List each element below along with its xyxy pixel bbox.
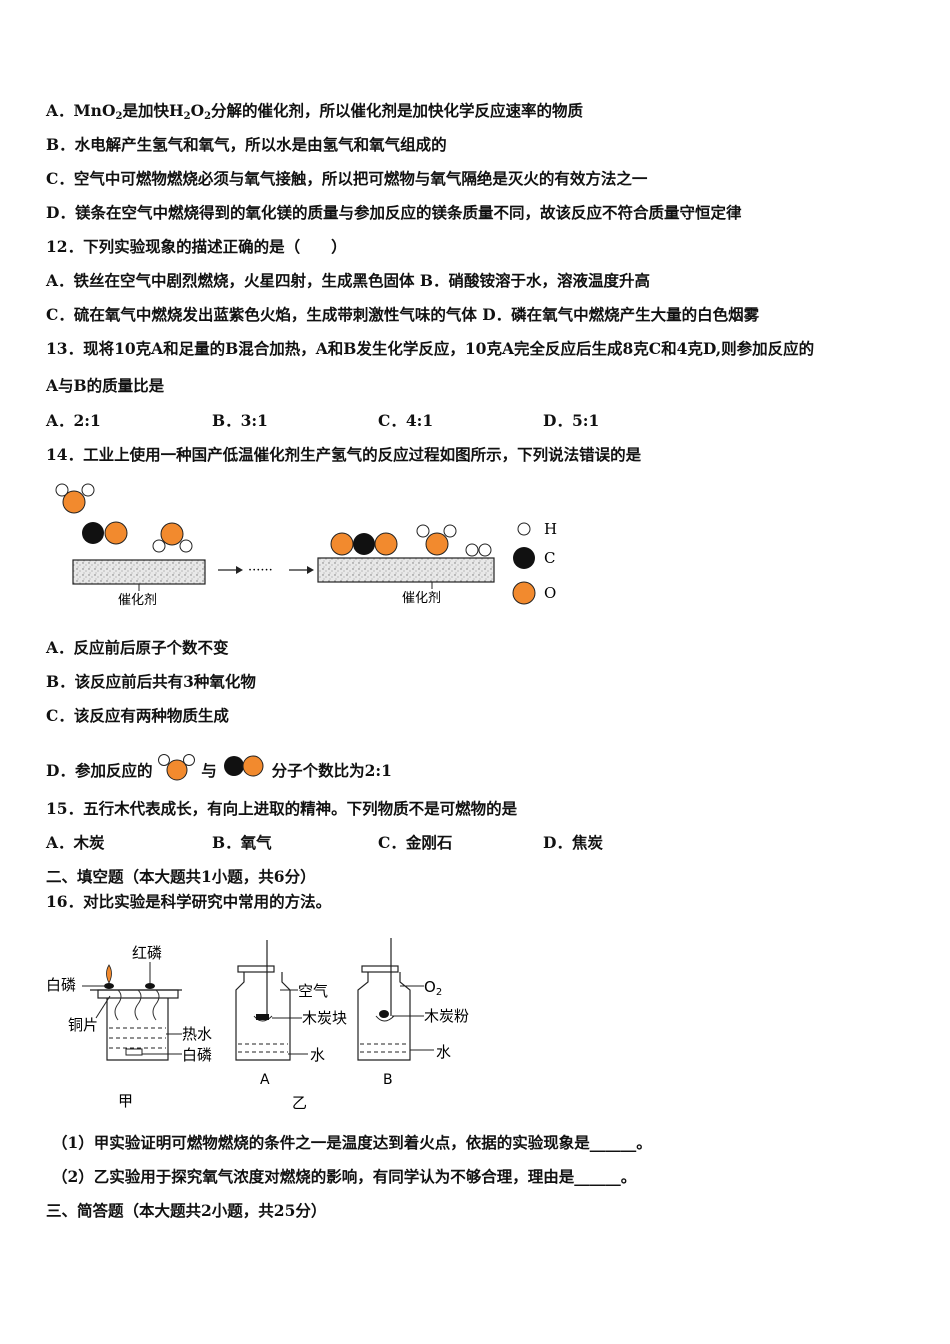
- q14-stem: 14．工业上使用一种国产低温催化剂生产氢气的反应过程如图所示，下列说法错误的是: [46, 445, 642, 464]
- water-molecule-icon: [157, 754, 195, 781]
- section-2-heading: 二、填空题（本大题共1小题，共6分）: [46, 867, 316, 886]
- label-water-a: 水: [310, 1046, 325, 1064]
- q16-part-1: （1）甲实验证明可燃物燃烧的条件之一是温度达到着火点，依据的实验现象是_____…: [52, 1133, 652, 1152]
- label-water-b: 水: [436, 1043, 451, 1061]
- jar-b: [357, 972, 411, 1061]
- label-B: B: [383, 1072, 393, 1088]
- catalyst-label-right: 催化剂: [402, 591, 441, 606]
- flame-icon: [106, 964, 112, 984]
- co-molecule-oxygen: [104, 521, 128, 545]
- legend-h-icon: [517, 522, 531, 536]
- jar-a: [235, 972, 291, 1061]
- q12-options-ab: A．铁丝在空气中剧烈燃烧，火星四射，生成黑色固体 B．硝酸铵溶于水，溶液温度升高: [46, 271, 651, 290]
- q11-option-d: D．镁条在空气中燃烧得到的氧化镁的质量与参加反应的镁条质量不同，故该反应不符合质…: [46, 203, 742, 222]
- q13-option-c: C．4:1: [378, 411, 434, 430]
- water-molecule-oxygen: [62, 490, 86, 514]
- q16-experiment-diagram: 红磷 白磷 铜片 热水 白磷 甲 空气 木炭块 水 A O2 木炭粉 水 B 乙: [46, 938, 469, 1112]
- legend-h-label: H: [544, 520, 557, 538]
- ellipsis-dots: ······: [248, 563, 273, 578]
- label-hot-water: 热水: [182, 1025, 212, 1043]
- catalyst-label-left: 催化剂: [118, 593, 157, 608]
- label-copper-plate: 铜片: [68, 1016, 98, 1034]
- q14-option-b: B．该反应前后共有3种氧化物: [46, 672, 256, 691]
- label-jia: 甲: [118, 1092, 133, 1110]
- q14-option-d: D．参加反应的 与 分子个数比为2:1: [46, 752, 392, 782]
- label-oxygen: O2: [424, 978, 442, 998]
- q11-option-b: B．水电解产生氢气和氧气，所以水是由氢气和氧气组成的: [46, 135, 447, 154]
- catalyst-block-right: [317, 557, 495, 583]
- q14-option-a: A．反应前后原子个数不变: [46, 638, 229, 657]
- q13-option-b: B．3:1: [212, 411, 268, 430]
- section-3-heading: 三、简答题（本大题共2小题，共25分）: [46, 1201, 327, 1220]
- q14-reaction-diagram: 催化剂 ······ 催化剂 H C O: [55, 483, 557, 608]
- label-air: 空气: [298, 982, 328, 1000]
- legend-c-label: C: [544, 549, 555, 567]
- q12-options-cd: C．硫在氧气中燃烧发出蓝紫色火焰，生成带刺激性气味的气体 D．磷在氧气中燃烧产生…: [46, 305, 760, 324]
- co-molecule-carbon: [82, 522, 104, 544]
- label-A: A: [260, 1072, 270, 1088]
- q15-option-c: C．金刚石: [378, 833, 453, 852]
- legend-c-icon: [513, 547, 535, 569]
- label-charcoal-powder: 木炭粉: [424, 1007, 469, 1025]
- q15-option-b: B．氧气: [212, 833, 272, 852]
- q11-option-c: C．空气中可燃物燃烧必须与氧气接触，所以把可燃物与氧气隔绝是灭火的有效方法之一: [46, 169, 648, 188]
- q13-stem-1: 13．现将10克A和足量的B混合加热，A和B发生化学反应，10克A完全反应后生成…: [46, 339, 815, 358]
- label-white-phosphorus: 白磷: [46, 976, 76, 994]
- q11-option-a: A．MnO2是加快H2O2分解的催化剂，所以催化剂是加快化学反应速率的物质: [46, 101, 584, 122]
- legend-o-label: O: [544, 584, 556, 602]
- co-molecule-icon: [224, 755, 264, 777]
- label-red-phosphorus: 红磷: [132, 944, 162, 962]
- q12-stem: 12．下列实验现象的描述正确的是（ ）: [46, 237, 347, 256]
- catalyst-block-left: [72, 559, 206, 585]
- legend-o-icon: [512, 581, 536, 605]
- q16-stem: 16．对比实验是科学研究中常用的方法。: [46, 892, 332, 911]
- q15-option-d: D．焦炭: [543, 833, 603, 852]
- q13-option-a: A．2:1: [46, 411, 101, 430]
- label-white-phosphorus-water: 白磷: [182, 1046, 212, 1064]
- label-charcoal-block: 木炭块: [302, 1009, 347, 1027]
- q15-stem: 15．五行木代表成长，有向上进取的精神。下列物质不是可燃物的是: [46, 799, 518, 818]
- q13-option-d: D．5:1: [543, 411, 600, 430]
- q14-option-c: C．该反应有两种物质生成: [46, 706, 229, 725]
- beaker: [106, 998, 169, 1061]
- q16-part-2: （2）乙实验用于探究氧气浓度对燃烧的影响，有同学认为不够合理，理由是______…: [52, 1167, 637, 1186]
- label-yi: 乙: [292, 1094, 307, 1112]
- q15-option-a: A．木炭: [46, 833, 105, 852]
- q13-stem-2: A与B的质量比是: [46, 376, 165, 395]
